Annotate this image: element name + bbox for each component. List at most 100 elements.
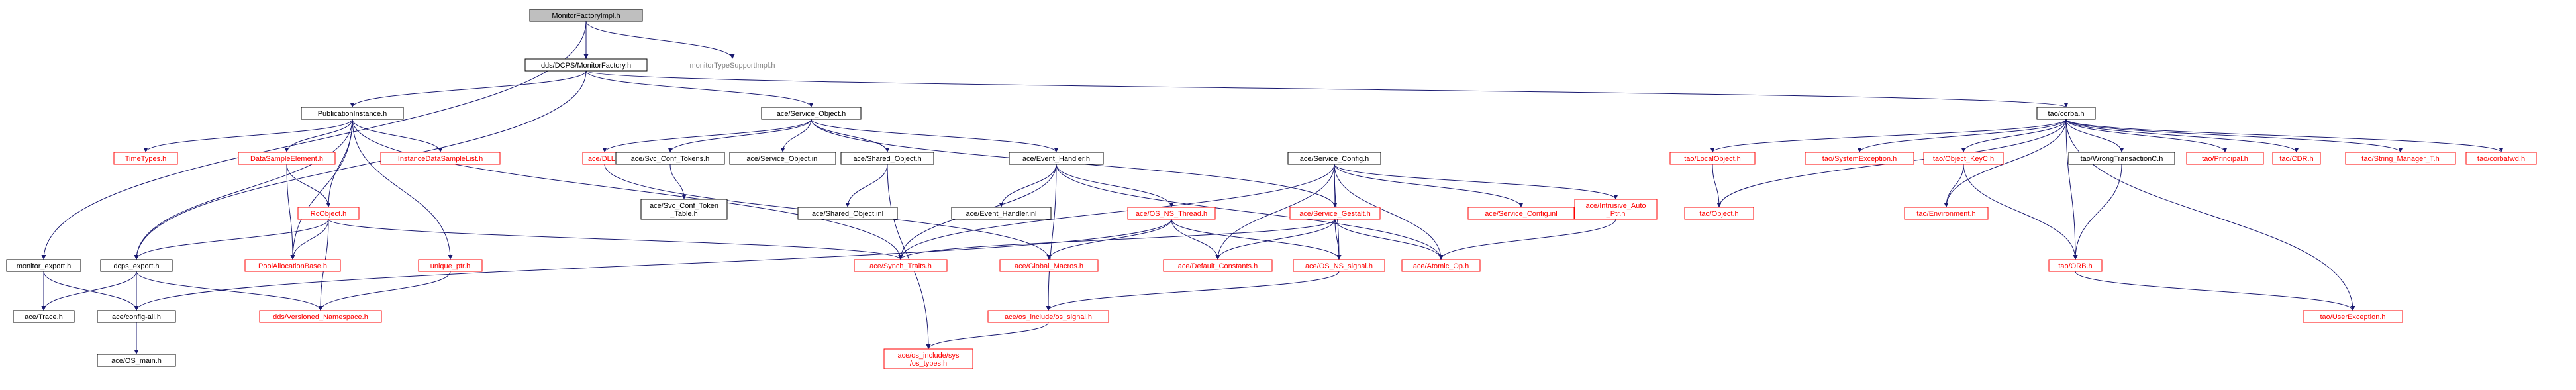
node-box: [2345, 152, 2456, 165]
node-tao-corbafwd[interactable]: tao/corbafwd.h: [2465, 152, 2537, 165]
node-synch-traits[interactable]: ace/Synch_Traits.h: [854, 259, 948, 272]
node-default-constants[interactable]: ace/Default_Constants.h: [1163, 259, 1273, 272]
node-tao-principal[interactable]: tao/Principal.h: [2186, 152, 2264, 165]
node-label: tao/WrongTransactionC.h: [2081, 155, 2163, 163]
node-pubinst[interactable]: PublicationInstance.h: [301, 107, 404, 120]
node-box: [951, 207, 1052, 220]
node-versioned-ns[interactable]: dds/Versioned_Namespace.h: [259, 310, 382, 323]
node-mf[interactable]: dds/DCPS/MonitorFactory.h: [524, 58, 648, 72]
node-box: [615, 152, 725, 165]
node-label: ace/Shared_Object.h: [853, 155, 921, 163]
node-svc-obj[interactable]: ace/Service_Object.h: [761, 107, 862, 120]
node-event-handler-inl[interactable]: ace/Event_Handler.inl: [951, 207, 1052, 220]
node-dse[interactable]: DataSampleElement.h: [238, 152, 336, 165]
node-box: [797, 207, 898, 220]
node-tao-userexc[interactable]: tao/UserException.h: [2303, 310, 2403, 323]
node-tao-corba[interactable]: tao/corba.h: [2036, 107, 2096, 120]
node-rcobject[interactable]: RcObject.h: [297, 207, 360, 220]
node-label: tao/Principal.h: [2202, 155, 2248, 163]
edge-dcps_export-to-ace_trace: [41, 271, 137, 311]
node-os-include-types[interactable]: ace/os_include/sys/os_types.h: [883, 348, 973, 369]
node-shared-obj-inl[interactable]: ace/Shared_Object.inl: [797, 207, 898, 220]
node-box: [1805, 152, 1914, 165]
node-atomic-op[interactable]: ace/Atomic_Op.h: [1401, 259, 1481, 272]
node-ace-os-main[interactable]: ace/OS_main.h: [97, 354, 176, 367]
edge-os_ns_thread-to-ace_config_all: [134, 219, 1172, 311]
node-label: ace/os_include/os_signal.h: [1005, 313, 1092, 321]
edge-tao_corba-to-tao_string_mgr: [2065, 119, 2403, 153]
node-label: ace/Shared_Object.inl: [812, 210, 883, 218]
edge-rcobject-to-synch_traits: [328, 219, 903, 260]
node-label: tao/Object.h: [1699, 210, 1738, 218]
node-label: dds/Versioned_Namespace.h: [273, 313, 368, 321]
node-box: [1163, 259, 1273, 272]
node-tao-string-mgr[interactable]: tao/String_Manager_T.h: [2345, 152, 2456, 165]
node-tao-sysexc[interactable]: tao/SystemException.h: [1805, 152, 1914, 165]
node-tao-objkeyc[interactable]: tao/Object_KeyC.h: [1923, 152, 2004, 165]
node-label: ace/Synch_Traits.h: [869, 262, 932, 270]
node-box: [100, 259, 173, 272]
edge-rcobject-to-dcps_export: [134, 219, 329, 260]
node-box: [113, 152, 178, 165]
edge-svc_obj-to-svc_conf_tokens: [668, 119, 812, 153]
node-intrusive-auto-ptr[interactable]: ace/Intrusive_Auto_Ptr.h: [1574, 199, 1658, 220]
node-label: ace/OS_NS_signal.h: [1305, 262, 1373, 270]
node-box: [761, 107, 862, 120]
node-mon-export[interactable]: monitor_export.h: [6, 259, 81, 272]
node-box: [524, 58, 648, 72]
node-label: monitorTypeSupportImpl.h: [689, 62, 775, 70]
node-label: ace/Trace.h: [25, 313, 63, 321]
node-label: dds/DCPS/MonitorFactory.h: [541, 62, 631, 70]
node-svc-conf-tokens[interactable]: ace/Svc_Conf_Tokens.h: [615, 152, 725, 165]
edge-os_ns_thread-to-os_ns_signal: [1171, 219, 1342, 260]
node-global-macros[interactable]: ace/Global_Macros.h: [999, 259, 1099, 272]
edge-tao_objkeyc-to-tao_environment: [1944, 164, 1964, 208]
edge-pubinst-to-idsl: [352, 119, 443, 153]
node-service-config[interactable]: ace/Service_Config.h: [1287, 152, 1381, 165]
node-os-ns-thread[interactable]: ace/OS_NS_Thread.h: [1127, 207, 1216, 220]
node-label: MonitorFactoryImpl.h: [552, 12, 620, 20]
edge-dse-to-pool_alloc: [286, 164, 295, 260]
node-box: [1127, 207, 1216, 220]
node-ace-config-all[interactable]: ace/config-all.h: [97, 310, 176, 323]
node-box: [883, 348, 973, 369]
node-label: TimeTypes.h: [125, 155, 167, 163]
node-tao-object[interactable]: tao/Object.h: [1684, 207, 1754, 220]
node-idsl[interactable]: InstanceDataSampleList.h: [380, 152, 501, 165]
node-box: [2048, 259, 2103, 272]
edge-intrusive_auto_ptr-to-atomic_op: [1438, 219, 1616, 260]
edge-svc_obj-to-svc_obj_inl: [780, 119, 812, 153]
node-tao-wrongtx[interactable]: tao/WrongTransactionC.h: [2068, 152, 2175, 165]
node-label: ace/Service_Config.inl: [1485, 210, 1557, 218]
node-svc-obj-inl[interactable]: ace/Service_Object.inl: [729, 152, 836, 165]
node-service-config-inl[interactable]: ace/Service_Config.inl: [1467, 207, 1575, 220]
edge-svc_obj-to-ace_dll: [602, 119, 812, 153]
node-timetypes[interactable]: TimeTypes.h: [113, 152, 178, 165]
node-dcps-export[interactable]: dcps_export.h: [100, 259, 173, 272]
node-pool-alloc[interactable]: PoolAllocationBase.h: [244, 259, 341, 272]
node-box: [1293, 259, 1385, 272]
node-os-include-signal[interactable]: ace/os_include/os_signal.h: [987, 310, 1109, 323]
node-os-ns-signal[interactable]: ace/OS_NS_signal.h: [1293, 259, 1385, 272]
node-unique-ptr[interactable]: unique_ptr.h: [418, 259, 483, 272]
node-box: [2068, 152, 2175, 165]
node-shared-obj[interactable]: ace/Shared_Object.h: [840, 152, 934, 165]
edge-rcobject-to-pool_alloc: [290, 219, 329, 260]
node-mts[interactable]: monitorTypeSupportImpl.h: [675, 58, 790, 72]
node-label: ace/Intrusive_Auto: [1585, 202, 1646, 210]
node-service-gestalt[interactable]: ace/Service_Gestalt.h: [1289, 207, 1381, 220]
node-svc-conf-token-table[interactable]: ace/Svc_Conf_Token_Table.h: [640, 199, 728, 220]
node-label: dcps_export.h: [113, 262, 159, 270]
edge-tao_corba-to-tao_objkeyc: [1961, 119, 2067, 153]
node-label: ace/Atomic_Op.h: [1413, 262, 1469, 270]
node-label: ace/Global_Macros.h: [1015, 262, 1083, 270]
node-tao-orb[interactable]: tao/ORB.h: [2048, 259, 2103, 272]
node-event-handler[interactable]: ace/Event_Handler.h: [1009, 152, 1104, 165]
node-ace-trace[interactable]: ace/Trace.h: [13, 310, 75, 323]
edge-dse-to-rcobject: [286, 164, 331, 208]
node-label: InstanceDataSampleList.h: [398, 155, 483, 163]
node-tao-environment[interactable]: tao/Environment.h: [1904, 207, 1989, 220]
edge-tao_corba-to-tao_cdr: [2065, 119, 2299, 153]
node-tao-cdr[interactable]: tao/CDR.h: [2272, 152, 2321, 165]
node-tao-localobject[interactable]: tao/LocalObject.h: [1669, 152, 1756, 165]
